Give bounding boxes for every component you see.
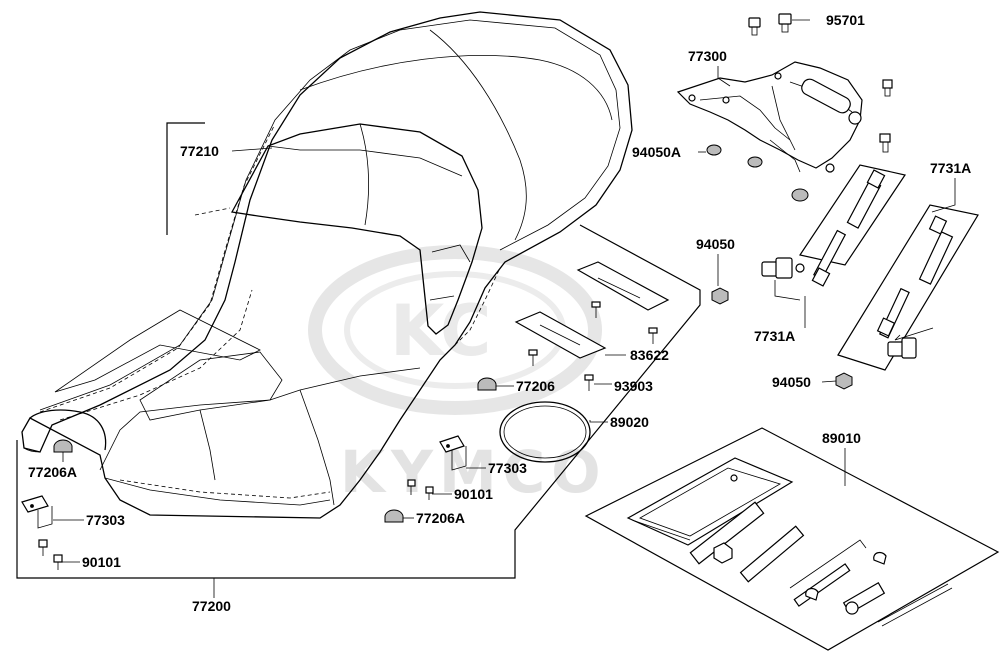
tapping-screws	[528, 301, 658, 391]
part-label-89010: 89010	[822, 430, 861, 446]
part-label-94050-lower: 94050	[772, 374, 811, 390]
part-label-77206: 77206	[516, 378, 555, 394]
seat-group-bracket-line	[166, 122, 205, 235]
gas-spring-box-upper	[799, 164, 906, 287]
part-label-94050-upper: 94050	[696, 236, 735, 252]
latch-plate-right	[439, 435, 467, 471]
part-label-77206A-right: 77206A	[416, 510, 466, 526]
seat-cushion-pads	[514, 261, 670, 359]
part-label-90101-right: 90101	[454, 486, 493, 502]
part-label-77300: 77300	[688, 48, 727, 64]
flange-nuts-94050	[711, 287, 853, 390]
part-label-77210: 77210	[180, 143, 219, 159]
grommet-77206	[477, 377, 497, 391]
bracket-bolts	[706, 13, 893, 202]
leader-lines	[53, 19, 956, 598]
tool-kit-items	[626, 457, 953, 627]
spring-mount-clips	[761, 257, 917, 359]
part-label-77206A-left: 77206A	[28, 464, 78, 480]
seal-ring-89020	[499, 401, 591, 463]
svg-text:K: K	[390, 290, 447, 372]
watermark-brand-text: KYMCO	[340, 438, 607, 506]
part-label-7731A-upper: 7731A	[930, 160, 972, 176]
gas-spring-box-lower	[837, 204, 979, 371]
part-label-94050A: 94050A	[632, 144, 682, 160]
small-screws-90101	[38, 479, 434, 570]
seat-hinge-bracket	[676, 61, 863, 173]
part-label-93903: 93903	[614, 378, 653, 394]
part-label-95701: 95701	[826, 12, 865, 28]
seat-assembly	[21, 11, 633, 519]
part-label-89020: 89020	[610, 414, 649, 430]
grommets-77206A	[53, 439, 404, 523]
part-label-77303-right: 77303	[488, 460, 527, 476]
tool-kit-box	[584, 427, 1000, 651]
part-label-77303-left: 77303	[86, 512, 125, 528]
latch-plate-left	[21, 495, 53, 529]
part-label-83622: 83622	[630, 347, 669, 363]
part-label-90101-left: 90101	[82, 554, 121, 570]
part-label-7731A-middle: 7731A	[754, 328, 796, 344]
part-label-77200: 77200	[192, 598, 231, 614]
